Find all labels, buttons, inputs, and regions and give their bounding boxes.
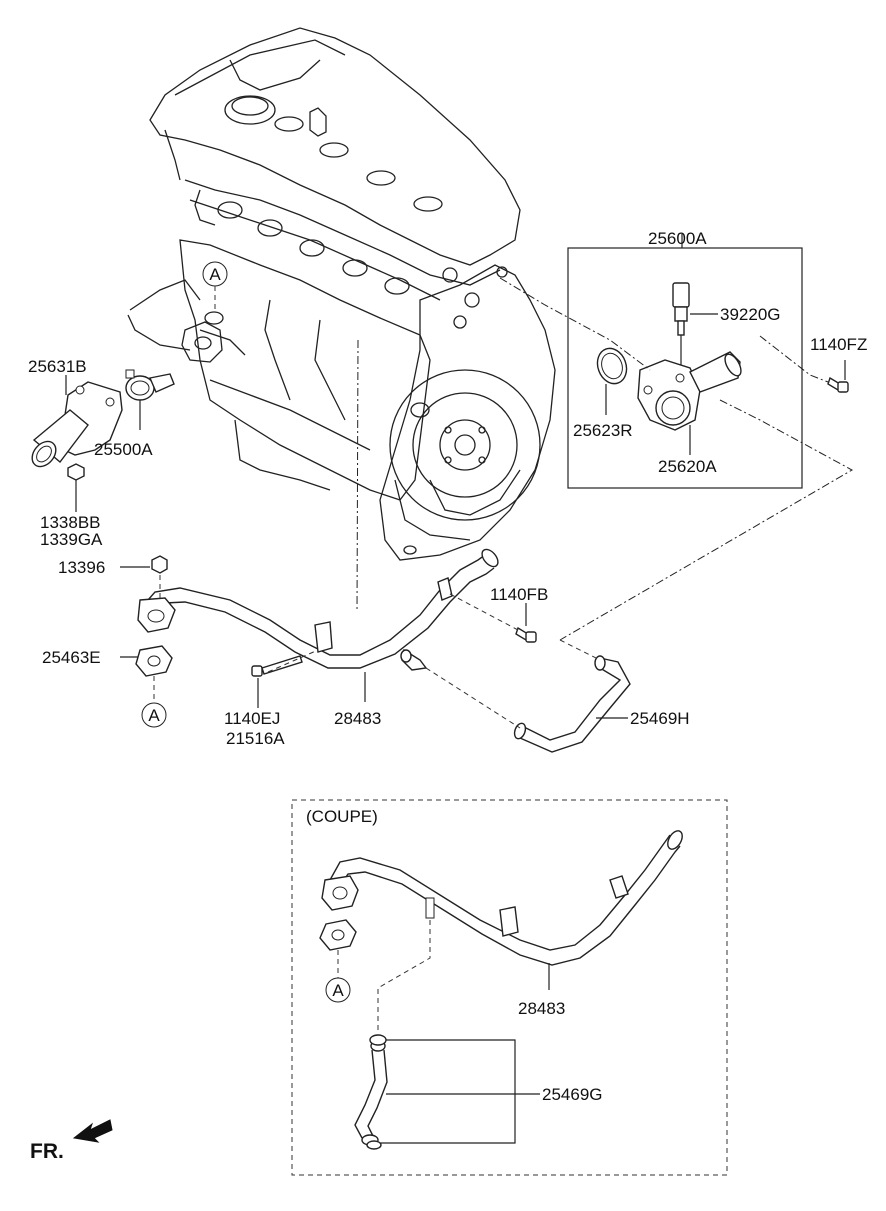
ref-a-label-coupe: A: [332, 981, 344, 1000]
engine-block-illustration: A: [127, 27, 556, 561]
part-label-1338BB: 1338BB: [40, 513, 101, 532]
part-label-25623R: 25623R: [573, 421, 633, 440]
nut-13396: [151, 555, 168, 574]
nut-1338BB: [67, 463, 85, 481]
part-label-1140FB: 1140FB: [490, 585, 548, 604]
coupe-water-pipe-28483: [321, 830, 683, 966]
part-label-28483-coupe: 28483: [518, 999, 565, 1018]
water-temp-control-assembly-box: [567, 247, 803, 489]
ref-a-marker-coupe: [325, 977, 351, 1003]
hose-25469H: [513, 655, 631, 753]
thermostat-25500A: [125, 369, 175, 401]
part-label-25620A: 25620A: [658, 457, 717, 476]
part-label-25469G: 25469G: [542, 1085, 603, 1104]
water-outlet-housing-25620A: [637, 351, 742, 431]
coupe-variant-box: [291, 799, 728, 1176]
part-label-25500A: 25500A: [94, 440, 153, 459]
part-label-25469H: 25469H: [630, 709, 690, 728]
bolt-1140EJ: [251, 655, 303, 677]
temperature-sensor-39220G: [672, 282, 690, 336]
ref-a-label-pipe: A: [148, 706, 160, 725]
part-label-13396: 13396: [58, 558, 105, 577]
water-inlet-fitting-25631B: [31, 381, 123, 468]
ref-a-marker-pipe: [141, 702, 167, 728]
front-direction-arrow-icon: [72, 1119, 113, 1143]
part-label-1339GA: 1339GA: [40, 530, 103, 549]
front-direction-label: FR.: [30, 1140, 64, 1163]
bolt-1140FB: [515, 626, 537, 643]
part-label-25600A: 25600A: [648, 229, 707, 248]
part-label-1140EJ: 1140EJ: [224, 709, 280, 728]
water-pipe-28483: [137, 548, 499, 671]
part-label-25631B: 25631B: [28, 357, 87, 376]
part-label-39220G: 39220G: [720, 305, 781, 324]
part-label-28483: 28483: [334, 709, 381, 728]
bolt-1140FZ: [827, 376, 849, 393]
part-label-25463E: 25463E: [42, 648, 101, 667]
part-label-1140FZ: 1140FZ: [810, 335, 867, 354]
ref-a-label-block: A: [209, 265, 221, 284]
coupe-hose-25469G: [354, 1034, 388, 1150]
coupe-title: (COUPE): [306, 807, 378, 826]
part-label-21516A: 21516A: [226, 729, 285, 748]
